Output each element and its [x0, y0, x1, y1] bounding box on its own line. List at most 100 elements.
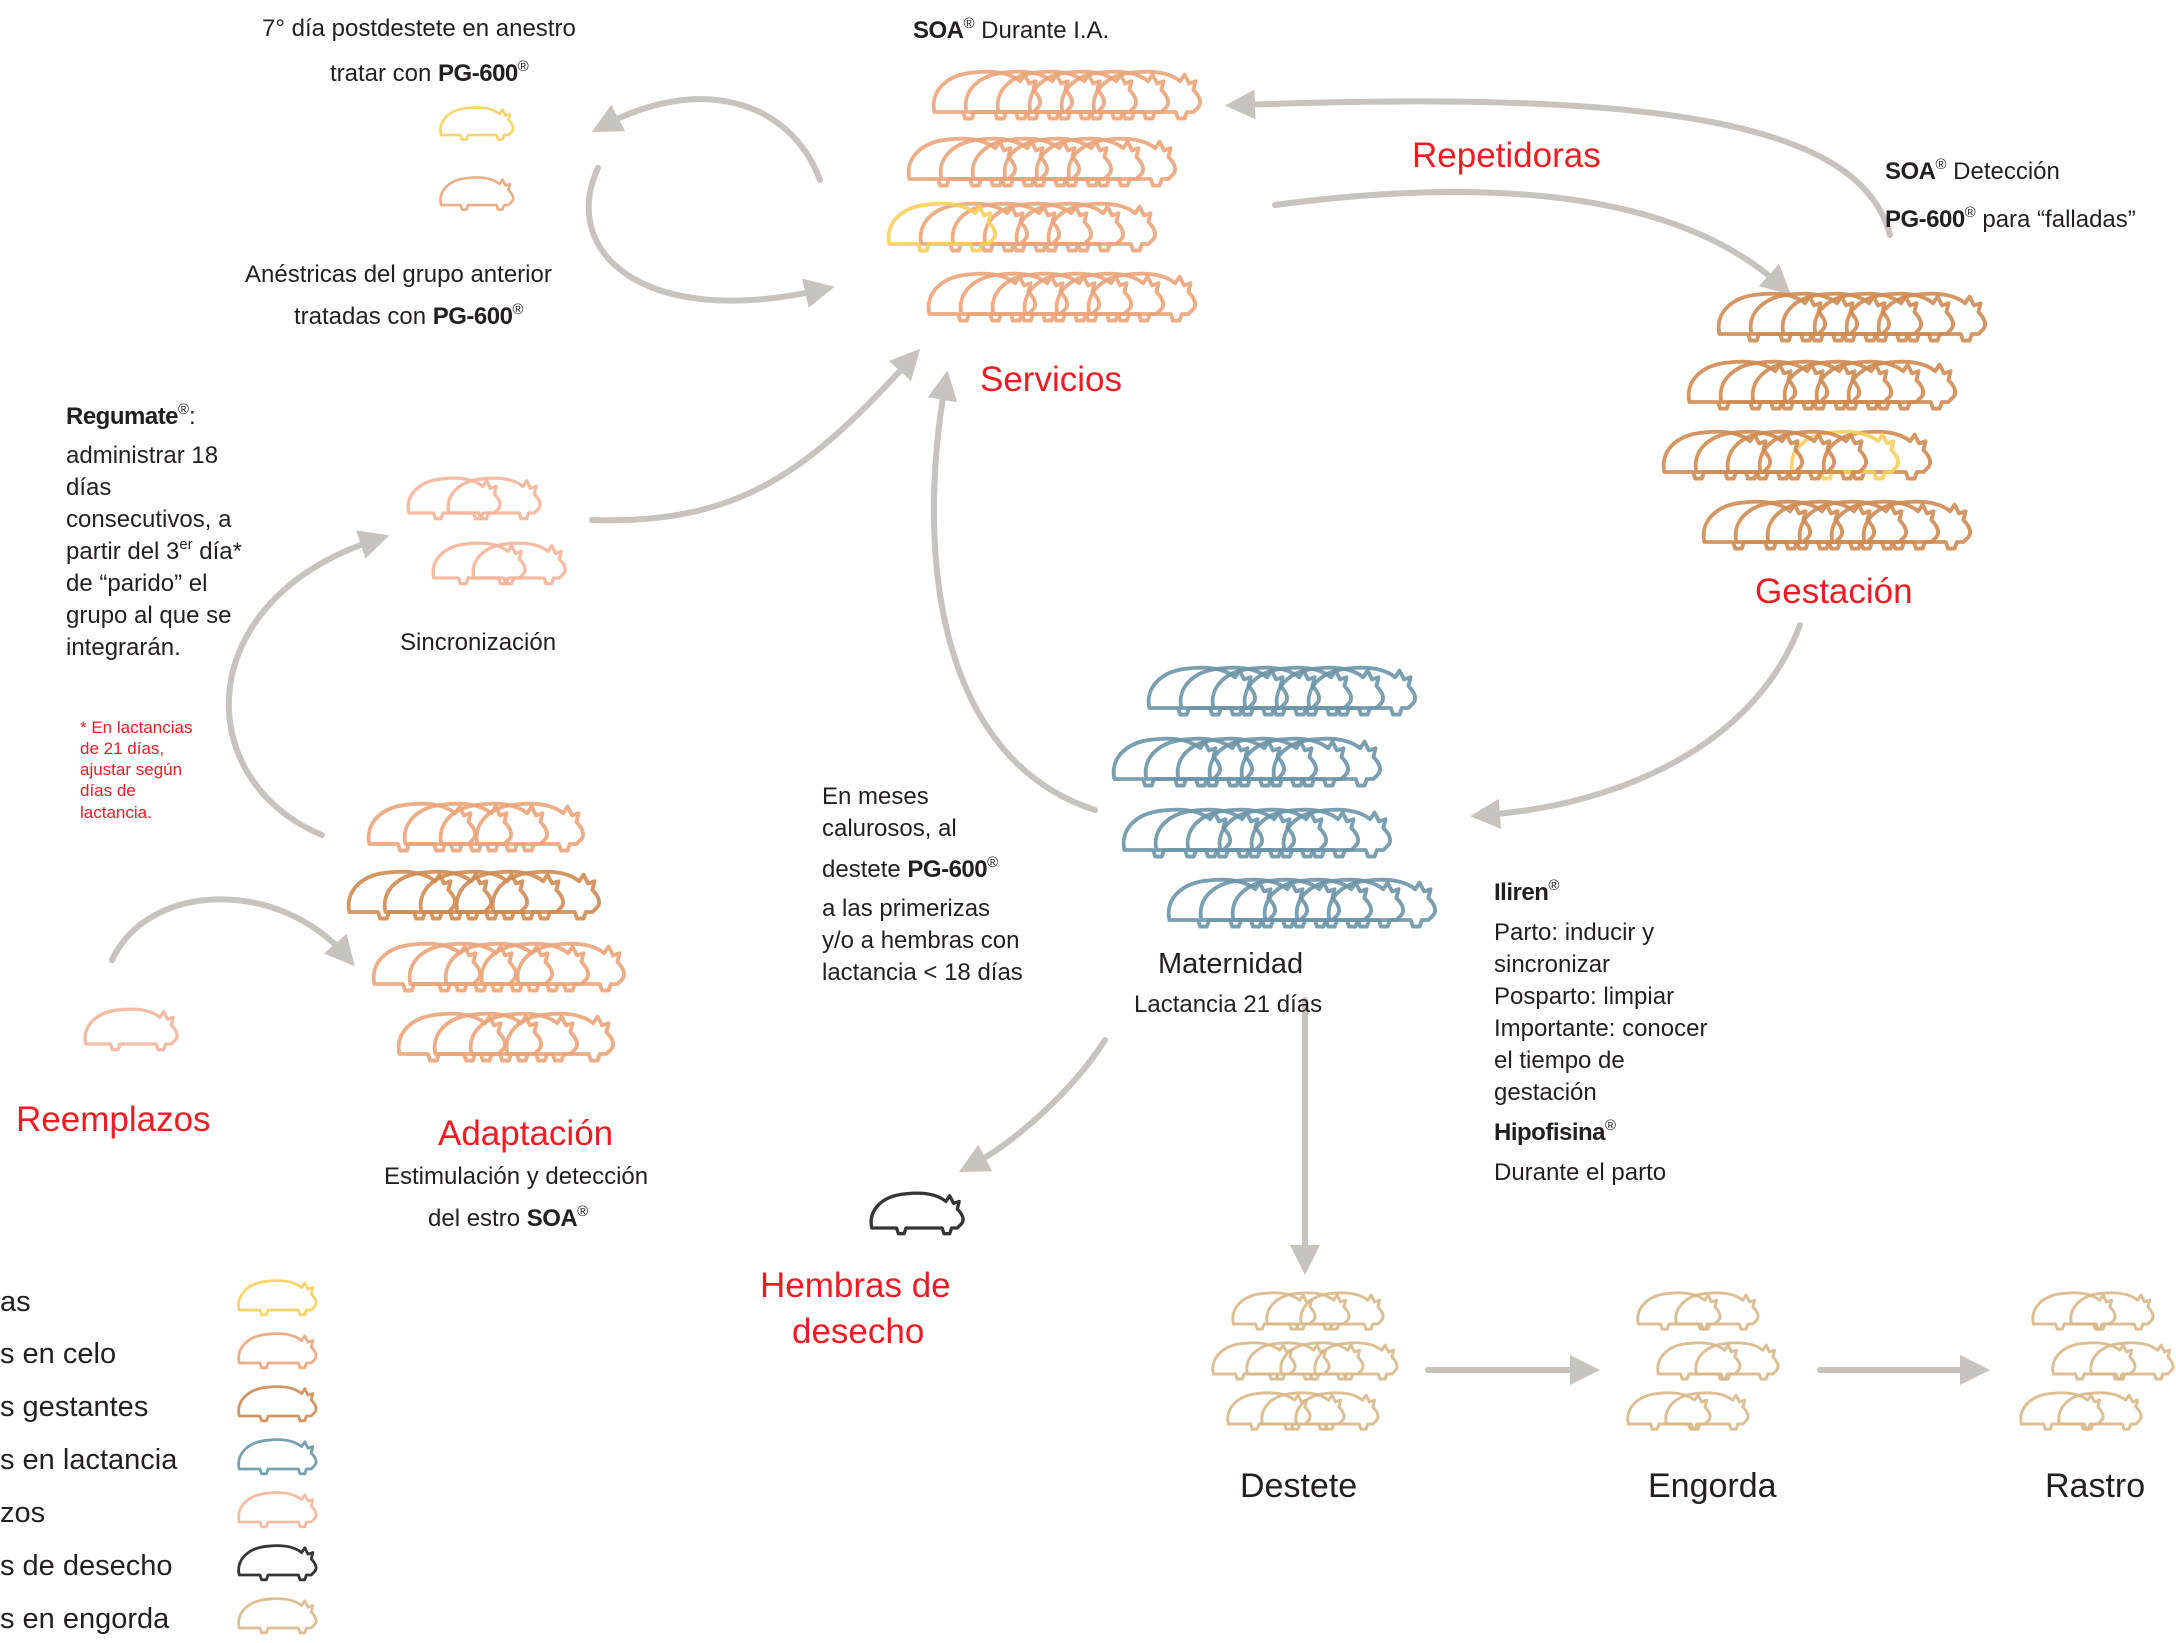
legend-label-lactancia: s en lactancia	[0, 1444, 178, 1476]
calurosos-line: y/o a hembras con	[822, 927, 1020, 954]
rastro-label: Rastro	[2045, 1467, 2146, 1505]
arrow-anestricas-loop	[585, 165, 835, 308]
legend-label-gestantes: s gestantes	[0, 1391, 149, 1423]
anestro-pig-icon	[439, 106, 515, 141]
regumate-colon: :	[189, 403, 196, 430]
arrow-repetidoras	[1225, 89, 1893, 238]
footnote-line: ajustar según	[80, 760, 183, 779]
pg-falladas-text: para “falladas”	[1975, 206, 2136, 233]
gestacion-pg-note: PG-600® para “falladas”	[1885, 203, 2136, 236]
servicios-label: Servicios	[980, 360, 1122, 399]
registered-mark: ®	[517, 58, 529, 75]
legend-label-primerizas: as	[0, 1286, 31, 1318]
iliren-line: Importante: conocer	[1494, 1015, 1708, 1042]
legend-pig-icon	[237, 1544, 318, 1582]
iliren-title: Iliren®	[1494, 876, 1559, 909]
calurosos-line: destete PG-600®	[822, 853, 998, 886]
iliren-line: el tiempo de	[1494, 1047, 1625, 1074]
maternidad-sub-label: Lactancia 21 días	[1134, 991, 1323, 1018]
legend-label-celo: s en celo	[0, 1338, 117, 1370]
arrow-maternidad-servicios	[927, 370, 1098, 813]
regumate-line-text: partir del 3	[66, 538, 180, 565]
soa-product: SOA	[913, 17, 964, 44]
pg600-product: PG-600	[907, 856, 988, 883]
registered-mark: ®	[987, 854, 999, 871]
footnote-line: lactancia.	[80, 803, 152, 822]
arrow-reemplazos-adaptacion	[109, 896, 355, 967]
arrow-sincronizacion-servicios	[589, 348, 921, 524]
repetidoras-label: Repetidoras	[1412, 136, 1601, 175]
regumate-line: de “parido” el	[66, 570, 208, 597]
adaptacion-sub-line2: del estro SOA®	[428, 1202, 588, 1235]
arrow-adaptacion-sincronizacion	[225, 530, 390, 838]
iliren-line: sincronizar	[1494, 951, 1611, 978]
soa-deteccion-text: Detección	[1946, 158, 2060, 185]
hembras-desecho-label-line2: desecho	[792, 1312, 925, 1351]
calurosos-line-text: destete	[822, 856, 908, 883]
hembras-desecho-label-line1: Hembras de	[760, 1266, 951, 1305]
soa-product: SOA	[1885, 158, 1936, 185]
anestricas-pig-icon	[439, 176, 515, 211]
arrow-anestro-loop	[591, 96, 823, 183]
legend-pig-icon	[237, 1438, 318, 1476]
registered-mark: ®	[1548, 877, 1560, 894]
arrow-gestacion-maternidad	[1470, 622, 1803, 829]
anestricas-treat-text: tratadas con	[294, 303, 433, 330]
iliren-product: Iliren	[1494, 879, 1549, 906]
anestricas-note-line1: Anéstricas del grupo anterior	[245, 261, 552, 288]
regumate-title: Regumate®:	[66, 400, 196, 433]
reemplazos-pig-icon	[83, 1007, 179, 1052]
gestacion-soa-note: SOA® Detección	[1885, 155, 2060, 188]
adaptacion-sub-text: del estro	[428, 1205, 527, 1232]
registered-mark: ®	[963, 15, 975, 32]
registered-mark: ®	[1964, 204, 1976, 221]
reemplazos-label: Reemplazos	[16, 1100, 211, 1139]
iliren-line: Parto: inducir y	[1494, 919, 1655, 946]
registered-mark: ®	[1605, 1117, 1616, 1134]
arrow-servicios-gestacion	[1272, 189, 1792, 296]
legend-label-engorda: s en engorda	[0, 1603, 170, 1635]
anestricas-note-line2: tratadas con PG-600®	[294, 300, 523, 333]
sincronizacion-label: Sincronización	[400, 629, 557, 656]
legend-pig-icon	[237, 1332, 318, 1370]
legend-pig-icon	[237, 1385, 318, 1423]
maternidad-label: Maternidad	[1158, 948, 1304, 980]
legend-pig-icon	[237, 1597, 318, 1635]
hipofisina-product: Hipofisina	[1494, 1119, 1606, 1146]
legend-label-desecho: s de desecho	[0, 1550, 173, 1582]
footnote-line: * En lactancias	[80, 718, 193, 737]
ordinal-superscript: er	[179, 536, 193, 553]
calurosos-line: a las primerizas	[822, 895, 991, 922]
calurosos-line: calurosos, al	[822, 815, 957, 842]
regumate-product: Regumate	[66, 403, 179, 430]
soa-ia-note: SOA® Durante I.A.	[913, 14, 1109, 47]
calurosos-line: lactancia < 18 días	[822, 959, 1023, 986]
pg600-product: PG-600	[438, 60, 518, 87]
engorda-label: Engorda	[1648, 1467, 1777, 1505]
pg600-product: PG-600	[1885, 206, 1965, 233]
registered-mark: ®	[512, 301, 524, 318]
registered-mark: ®	[178, 401, 189, 418]
anestro-treat-text: tratar con	[330, 60, 439, 87]
iliren-line: gestación	[1494, 1079, 1597, 1106]
soa-ia-text: Durante I.A.	[974, 17, 1110, 44]
regumate-line: administrar 18	[66, 442, 219, 469]
regumate-line: consecutivos, a	[66, 506, 232, 533]
footnote-line: días de	[80, 781, 136, 800]
flow-arrows	[109, 89, 1990, 1385]
registered-mark: ®	[577, 1203, 589, 1220]
pg600-product: PG-600	[432, 303, 513, 330]
hipofisina-title: Hipofisina®	[1494, 1116, 1616, 1149]
regumate-line: días	[66, 474, 112, 501]
regumate-line: grupo al que se	[66, 602, 232, 629]
anestro-note-line2: tratar con PG-600®	[330, 57, 529, 90]
legend-pig-icon	[237, 1279, 318, 1317]
iliren-line: Posparto: limpiar	[1494, 983, 1675, 1010]
regumate-line-text: día*	[192, 538, 242, 565]
regumate-line: partir del 3er día*	[66, 535, 242, 568]
legend-label-reemplazos: zos	[0, 1497, 46, 1529]
footnote-line: de 21 días,	[80, 739, 165, 758]
hipofisina-line: Durante el parto	[1494, 1159, 1667, 1186]
arrow-maternidad-desecho	[958, 1037, 1108, 1172]
